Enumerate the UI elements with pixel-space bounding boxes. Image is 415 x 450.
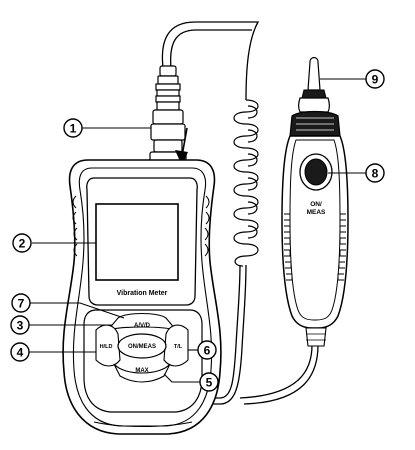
probe-button-label-line1: ON/ (310, 201, 322, 208)
cable (139, 21, 319, 405)
probe (281, 56, 349, 347)
lcd-screen (95, 203, 179, 281)
callout-4-number: 4 (17, 346, 24, 360)
max-button-label: MAX (135, 368, 148, 374)
leader-lines (29, 78, 366, 383)
probe-button-label-line2: MEAS (307, 209, 326, 216)
callout-8-number: 8 (372, 167, 379, 181)
screen-label: Vibration Meter (117, 290, 168, 297)
max-button-shape[interactable] (113, 363, 171, 383)
callout-1-number: 1 (70, 122, 77, 136)
probe-on-meas-button[interactable] (304, 158, 328, 186)
callout-1: 1 (63, 118, 83, 138)
callout-7: 7 (11, 293, 31, 313)
callout-6: 6 (197, 340, 217, 360)
callout-3: 3 (10, 315, 30, 335)
callout-4: 4 (10, 342, 30, 362)
callout-8: 8 (365, 163, 385, 183)
leader-line-7 (30, 302, 125, 319)
hold-button-label: H/LD (100, 344, 113, 350)
meter-body (62, 159, 222, 435)
callout-6-number: 6 (204, 344, 211, 358)
tilt-button-shape[interactable] (163, 324, 189, 367)
on-meas-button-label: ON/MEAS (128, 344, 156, 350)
cable-connector (149, 65, 187, 163)
callout-9-number: 9 (372, 73, 379, 87)
avd-button-label: A/V/D (134, 323, 151, 329)
callout-5: 5 (199, 372, 219, 392)
insert-arrow (175, 127, 188, 166)
keypad: A/V/D H/LD ON/MEAS T/L MAX (95, 312, 189, 383)
callout-3-number: 3 (17, 319, 24, 333)
callout-7-number: 7 (18, 297, 25, 311)
callout-2: 2 (12, 233, 32, 253)
coiled-cable (233, 99, 259, 267)
tilt-button-label: T/L (174, 344, 183, 350)
callout-9: 9 (365, 69, 385, 89)
leader-line-5 (163, 373, 200, 383)
on-meas-button-shape[interactable] (117, 333, 167, 359)
callout-2-number: 2 (19, 237, 26, 251)
callout-5-number: 5 (206, 376, 213, 390)
